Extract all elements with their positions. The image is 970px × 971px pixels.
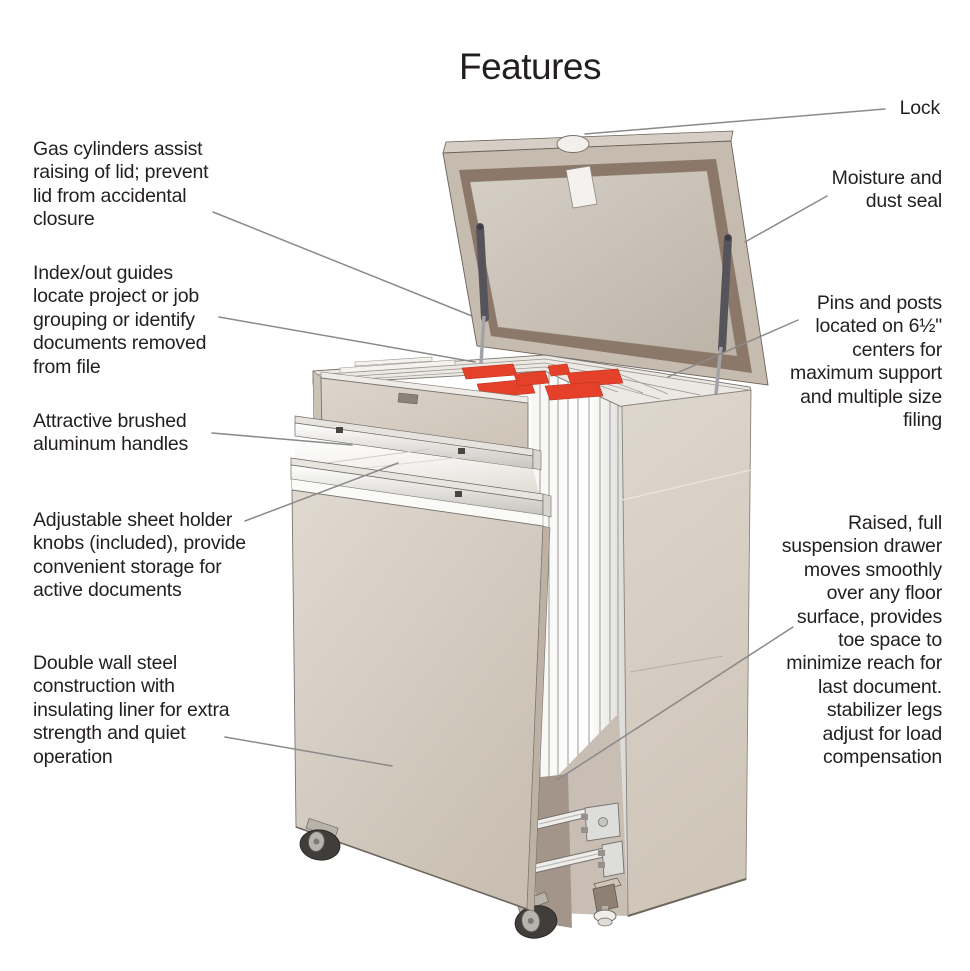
callout-suspension-drawer: Raised, full suspension drawer moves smo… xyxy=(781,512,942,769)
handle-clip xyxy=(336,427,343,433)
stabilizer-leg xyxy=(592,877,622,927)
leader-lock xyxy=(584,108,886,135)
lock-knob xyxy=(556,135,590,153)
rail-line-3 xyxy=(316,366,661,400)
leader-pins-posts xyxy=(667,319,799,378)
out-guides xyxy=(461,363,624,401)
rail-line-2 xyxy=(312,362,701,396)
gas-strut-left xyxy=(476,223,489,365)
callout-moisture-dust-seal: Moisture and dust seal xyxy=(831,167,943,213)
handle-upper xyxy=(294,415,542,471)
strut-mount xyxy=(477,224,483,230)
handle-clip xyxy=(458,448,465,454)
caster-axle xyxy=(527,917,534,924)
leader-gas-cylinders xyxy=(212,211,473,317)
out-guide-tab xyxy=(544,381,604,401)
leader-moisture-seal xyxy=(744,195,828,243)
handle-end-cap xyxy=(532,448,542,471)
leader-double-wall xyxy=(224,736,393,767)
callout-pins-and-posts: Pins and posts located on 6½" centers fo… xyxy=(790,292,942,432)
strut-cylinder xyxy=(476,223,489,322)
out-guide-tab xyxy=(566,368,624,388)
leader-lines xyxy=(211,108,886,781)
right-side-panel xyxy=(621,389,752,917)
callout-sheet-holder-knobs: Adjustable sheet holder knobs (included)… xyxy=(33,509,246,602)
slide-clip xyxy=(581,827,588,833)
callout-index-out-guides: Index/out guides locate project or job g… xyxy=(33,262,207,378)
strut-mount xyxy=(725,235,731,241)
lid-inner-panel xyxy=(469,170,738,357)
leg-block xyxy=(592,883,619,913)
callout-lock: Lock xyxy=(899,97,941,119)
bracket-hole xyxy=(598,817,608,827)
drawer-side-edge xyxy=(526,525,551,912)
strut-rod xyxy=(479,315,486,365)
file-top-strip-1 xyxy=(339,359,456,374)
out-guide-tab xyxy=(513,370,550,387)
handle-clip xyxy=(455,491,462,497)
callout-gas-cylinders: Gas cylinders assist raising of lid; pre… xyxy=(33,138,209,231)
file-rails xyxy=(312,354,752,408)
strut-cylinder xyxy=(718,234,732,353)
panel-seam-highlight xyxy=(621,469,752,501)
slide-clip xyxy=(598,862,605,868)
caster-axle xyxy=(313,838,320,845)
caster-left xyxy=(299,818,341,861)
leader-suspension-drawer xyxy=(556,626,794,781)
interior-shadow-strip xyxy=(532,774,572,928)
drawer-slides xyxy=(533,802,625,878)
slide-clip xyxy=(581,814,588,820)
label-plate xyxy=(397,392,419,405)
slide-clip xyxy=(598,850,605,856)
leg-foot-base xyxy=(597,917,613,927)
callout-aluminum-handles: Attractive brushed aluminum handles xyxy=(33,410,189,456)
lock-plate xyxy=(565,165,598,209)
page-title: Features xyxy=(458,46,602,87)
slide-bracket-lower xyxy=(601,840,625,878)
file-top-strip-2 xyxy=(354,356,433,367)
panel-seam-shadow xyxy=(629,655,724,673)
handle-end-cap xyxy=(542,493,552,518)
callout-double-wall: Double wall steel construction with insu… xyxy=(33,652,230,768)
slide-rail-groove xyxy=(535,851,607,869)
out-guide-tab xyxy=(547,363,571,377)
panel-base-edge xyxy=(627,878,747,917)
lid xyxy=(442,130,769,386)
file-sheet-edges xyxy=(539,373,619,795)
leader-sheet-holder-knobs xyxy=(244,462,399,522)
leader-index-out-guides xyxy=(218,316,476,363)
drawer-front-assembly xyxy=(290,370,552,912)
leader-aluminum-handles xyxy=(211,432,353,446)
